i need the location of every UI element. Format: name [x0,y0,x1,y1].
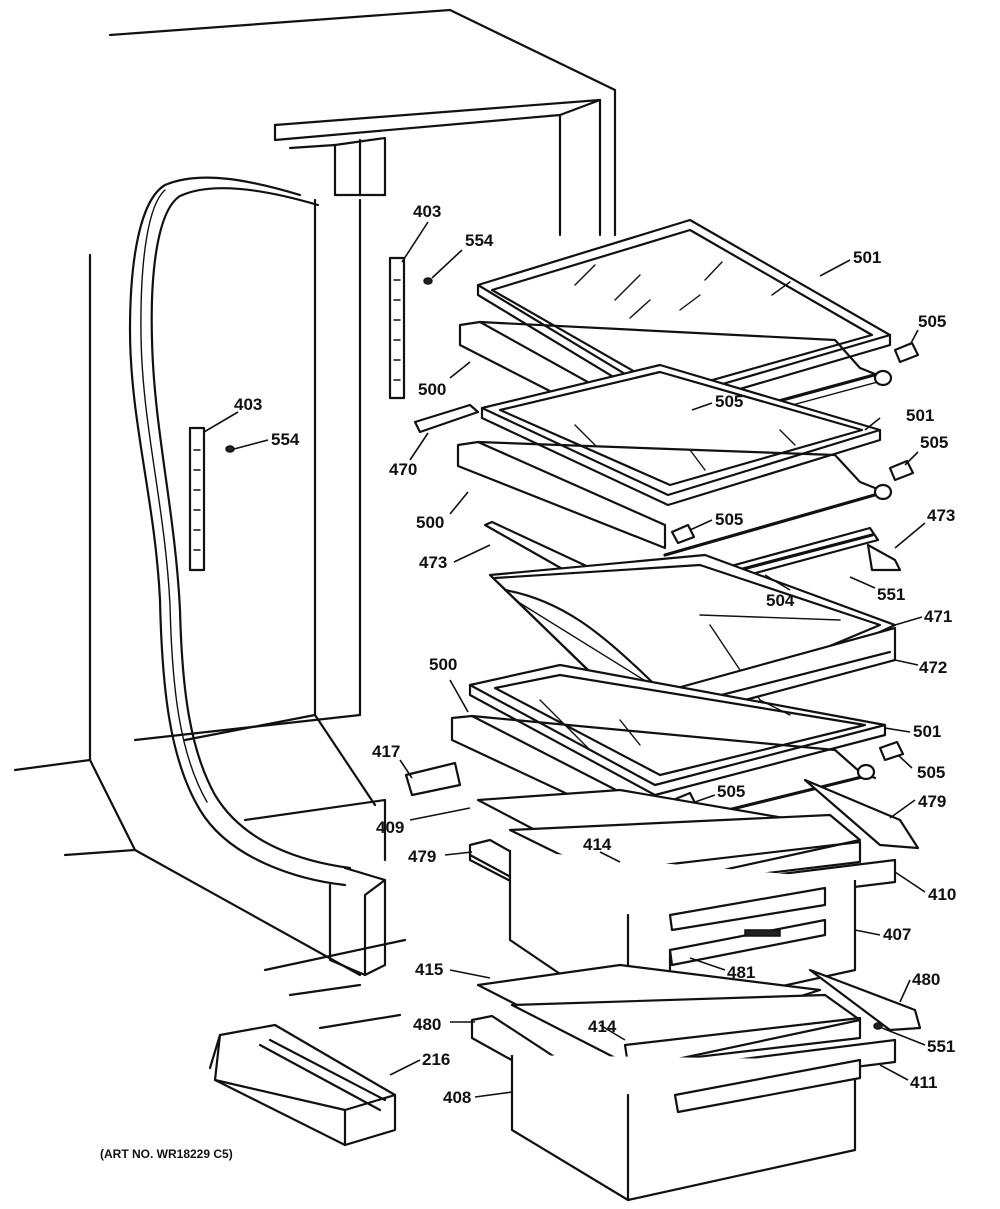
leader-lines [203,221,926,1098]
label-505-middle-center: 505 [715,510,743,529]
label-501-top: 501 [853,248,881,267]
label-500-lower: 500 [429,655,457,674]
label-554-upper: 554 [465,231,494,250]
label-409: 409 [376,818,404,837]
label-414-upper: 414 [583,835,612,854]
glass-shelf-middle [413,363,915,557]
label-216: 216 [422,1050,450,1069]
part-number-labels: 403 554 403 554 500 470 500 473 501 505 … [234,202,956,1107]
label-480-right: 480 [912,970,940,989]
label-408: 408 [443,1088,471,1107]
label-414-lower: 414 [588,1017,617,1036]
label-504: 504 [766,591,795,610]
label-500-middle: 500 [416,513,444,532]
label-501-lower: 501 [913,722,941,741]
label-403-lower: 403 [234,395,262,414]
label-505-lower-right: 505 [917,763,945,782]
label-481: 481 [727,963,755,982]
label-479-left: 479 [408,847,436,866]
label-473-left: 473 [419,553,447,572]
art-number-caption: (ART NO. WR18229 C5) [100,1147,233,1161]
label-505-middle-right: 505 [920,433,948,452]
label-505-top-right: 505 [918,312,946,331]
label-480-left: 480 [413,1015,441,1034]
label-505-lower-center: 505 [717,782,745,801]
label-407: 407 [883,925,911,944]
crisper-drawer-lower [470,963,922,1202]
door-bin [208,1023,397,1147]
label-554-lower: 554 [271,430,300,449]
label-410: 410 [928,885,956,904]
label-551-lower: 551 [927,1037,955,1056]
label-411: 411 [910,1073,937,1092]
label-470: 470 [389,460,417,479]
label-473-right: 473 [927,506,955,525]
label-505-top-center: 505 [715,392,743,411]
label-472: 472 [919,658,947,677]
label-551-upper: 551 [877,585,905,604]
label-501-middle: 501 [906,406,934,425]
label-500-top: 500 [418,380,446,399]
label-415: 415 [415,960,443,979]
refrigerator-cabinet [13,8,617,1030]
label-471: 471 [924,607,952,626]
label-417: 417 [372,742,400,761]
label-403-upper: 403 [413,202,441,221]
label-479-right: 479 [918,792,946,811]
